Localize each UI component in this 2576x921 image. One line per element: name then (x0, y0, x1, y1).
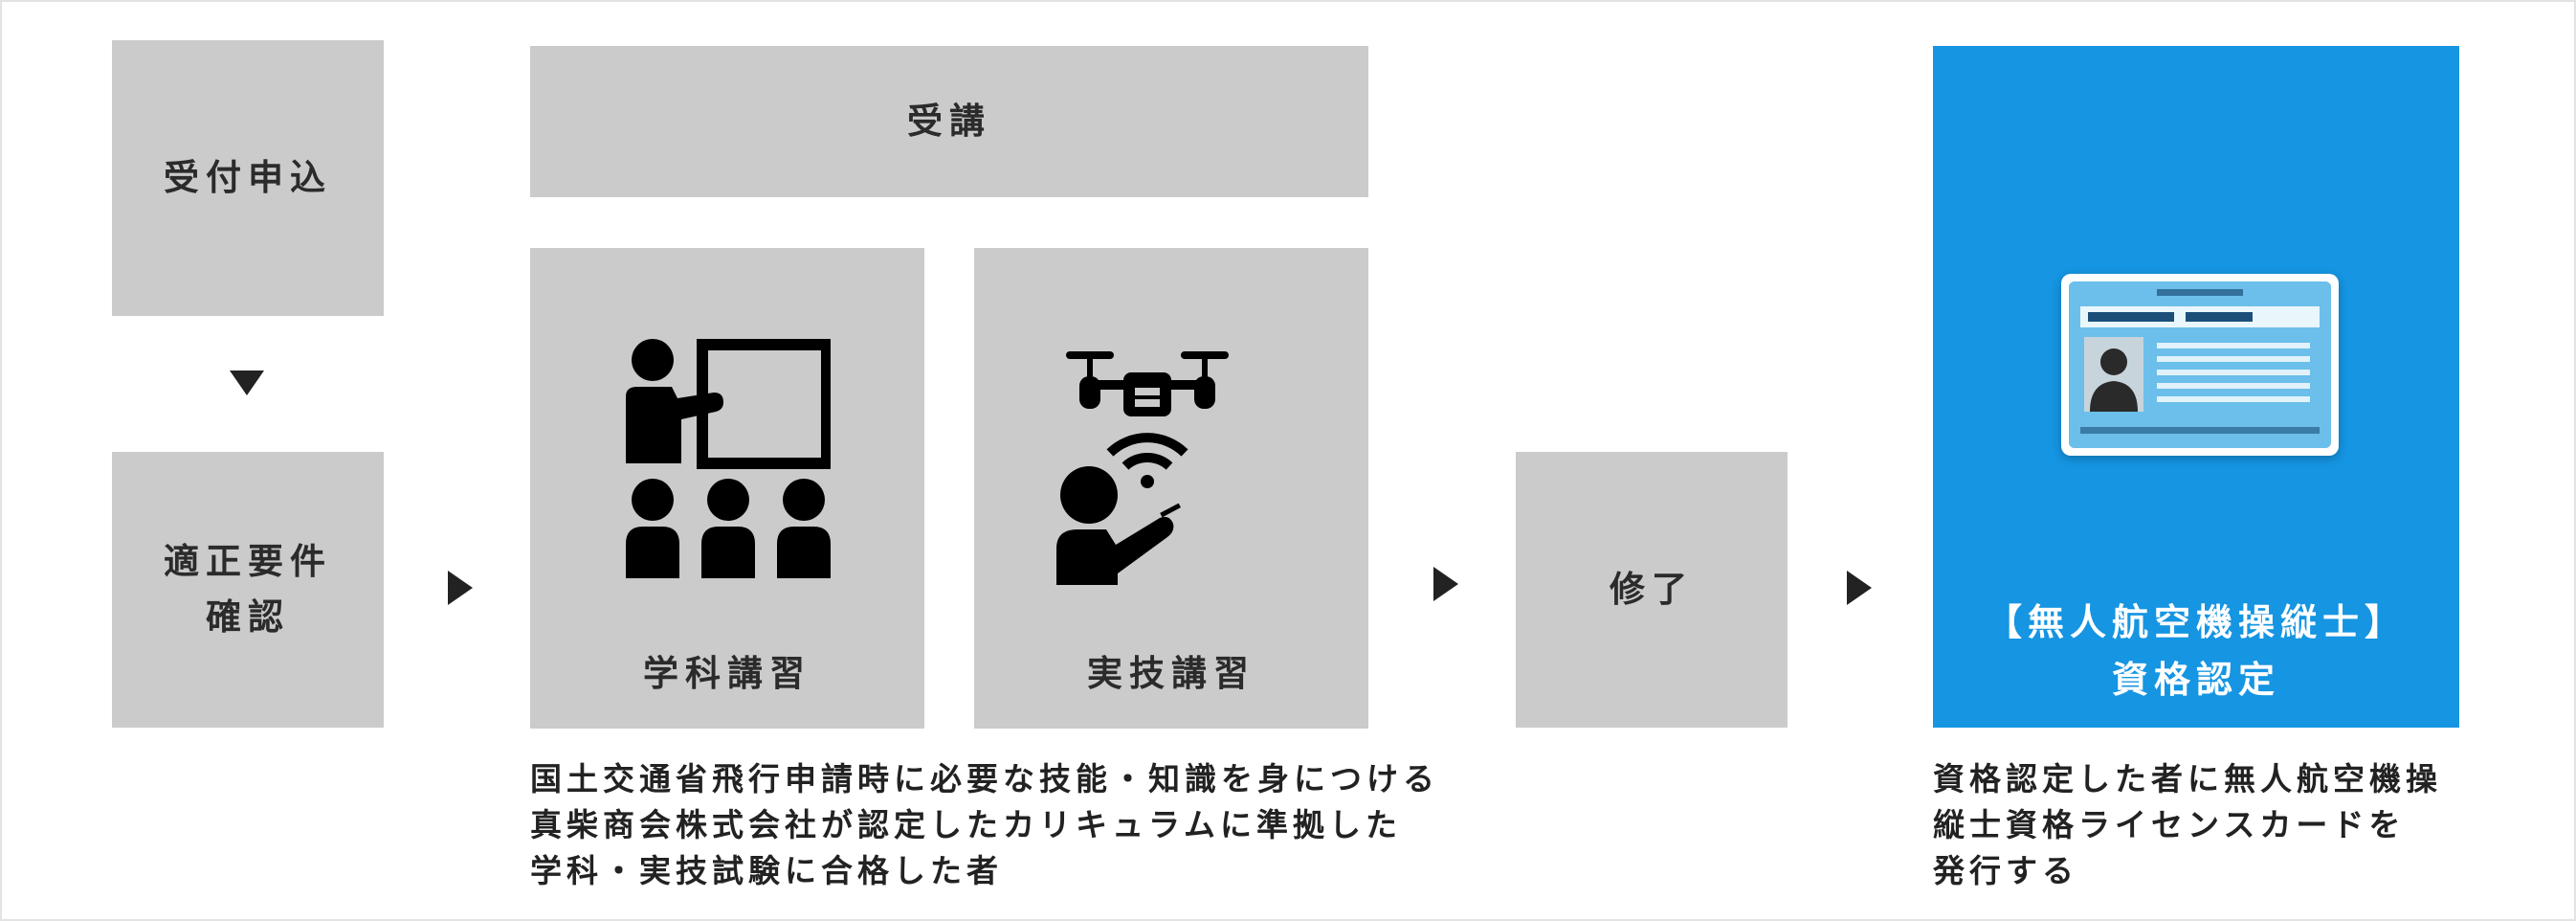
application-label: 受付申込 (164, 157, 332, 198)
course-description-line: 学科・実技試験に合格した者 (530, 852, 1003, 889)
right-arrow-icon (448, 571, 473, 605)
license-card-icon (2061, 274, 2339, 456)
certification-label: 【無人航空機操縦士】 資格認定 (1985, 601, 2407, 701)
course-description: 国土交通省飛行申請時に必要な技能・知識を身につける 真柴商会株式会社が認定したカ… (530, 756, 1439, 894)
certification-box: 【無人航空機操縦士】 資格認定 (1933, 46, 2459, 728)
certification-description-line: 資格認定した者に無人航空機操 (1933, 760, 2442, 797)
completion-label: 修了 (1610, 569, 1694, 610)
down-arrow-icon (230, 371, 264, 395)
certification-description-line: 縦士資格ライセンスカードを (1933, 806, 2406, 843)
lecture-icon (626, 339, 831, 578)
course-description-line: 国土交通省飛行申請時に必要な技能・知識を身につける (530, 760, 1439, 797)
completion-box: 修了 (1516, 452, 1788, 728)
eligibility-label: 適正要件 確認 (164, 541, 332, 638)
attendance-label: 受講 (907, 101, 991, 142)
academic-label: 学科講習 (643, 653, 811, 694)
right-arrow-icon (1847, 571, 1872, 605)
application-box: 受付申込 (112, 40, 384, 316)
academic-box: 学科講習 (530, 248, 924, 729)
eligibility-box: 適正要件 確認 (112, 452, 384, 728)
course-description-line: 真柴商会株式会社が認定したカリキュラムに準拠した (530, 806, 1403, 843)
certification-description-line: 発行する (1933, 852, 2078, 889)
certification-description: 資格認定した者に無人航空機操 縦士資格ライセンスカードを 発行する (1933, 756, 2442, 894)
right-arrow-icon (1433, 567, 1458, 601)
drone-pilot-icon (1056, 346, 1248, 585)
attendance-box: 受講 (530, 46, 1368, 197)
practical-box: 実技講習 (974, 248, 1368, 729)
practical-label: 実技講習 (1087, 653, 1255, 694)
